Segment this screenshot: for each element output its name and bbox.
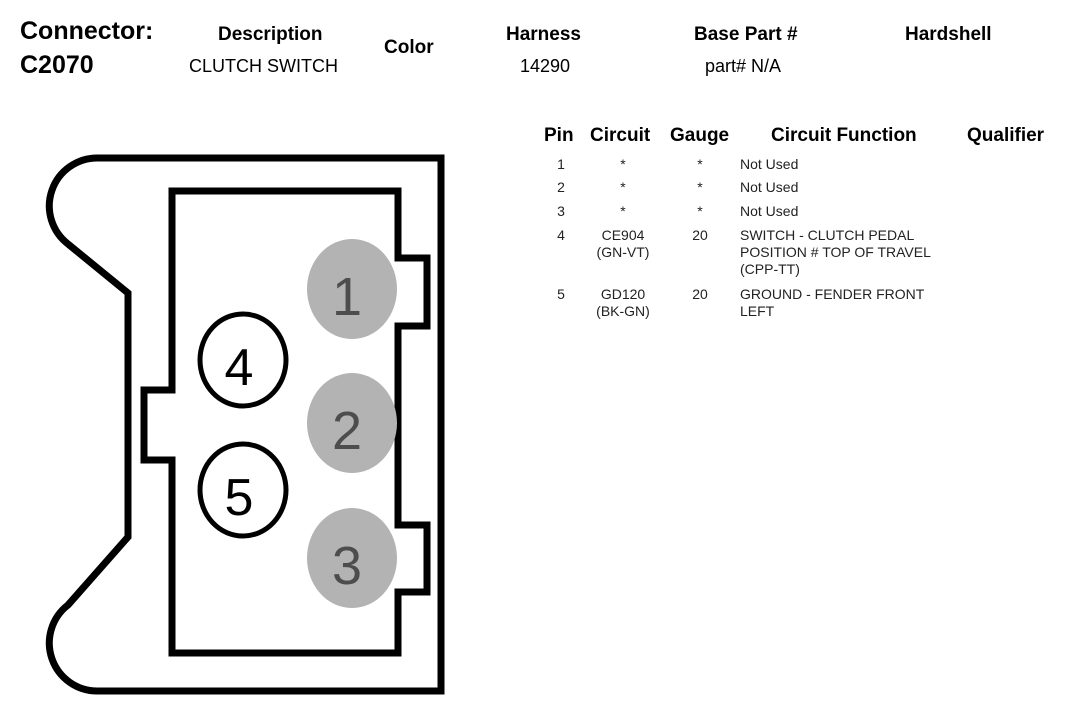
gauge-cell: * bbox=[697, 203, 703, 219]
function-cell: SWITCH - CLUTCH PEDAL POSITION # TOP OF … bbox=[740, 227, 931, 277]
gauge-column-header: Gauge bbox=[670, 125, 730, 146]
circuit-column-header: Circuit bbox=[590, 125, 651, 146]
description-value: CLUTCH SWITCH bbox=[189, 56, 338, 76]
pin-cell: 2 bbox=[557, 179, 565, 195]
gauge-cell: * bbox=[697, 156, 703, 172]
gauge-cell: 20 bbox=[692, 227, 708, 243]
pin-1: 1 bbox=[307, 239, 397, 339]
pin-cell: 5 bbox=[557, 286, 565, 302]
pin-4: 4 bbox=[197, 311, 289, 409]
hardshell-header: Hardshell bbox=[905, 24, 992, 45]
color-header: Color bbox=[384, 37, 434, 58]
connector-face-diagram: 1 2 3 4 5 bbox=[45, 154, 445, 695]
pin-3: 3 bbox=[307, 508, 397, 608]
description-header: Description bbox=[218, 24, 323, 45]
harness-value: 14290 bbox=[520, 56, 571, 76]
circuit-cell: * bbox=[620, 179, 626, 195]
qualifier-column-header: Qualifier bbox=[967, 125, 1045, 146]
harness-header: Harness bbox=[506, 24, 581, 45]
gauge-cell: 20 bbox=[692, 286, 708, 302]
circuit-function-column-header: Circuit Function bbox=[771, 125, 917, 146]
circuit-cell: GD120 (BK-GN) bbox=[596, 286, 650, 319]
function-cell: Not Used bbox=[740, 203, 799, 219]
pin-3-label: 3 bbox=[332, 536, 362, 596]
connector-id: C2070 bbox=[20, 51, 94, 79]
function-cell: Not Used bbox=[740, 156, 799, 172]
pin-4-label: 4 bbox=[225, 339, 254, 397]
pin-2-label: 2 bbox=[332, 401, 362, 461]
circuit-cell: * bbox=[620, 203, 626, 219]
pin-cell: 1 bbox=[557, 156, 565, 172]
gauge-cell: * bbox=[697, 179, 703, 195]
pin-cell: 3 bbox=[557, 203, 565, 219]
base-part-header: Base Part # bbox=[694, 24, 798, 45]
circuit-cell: * bbox=[620, 156, 626, 172]
circuit-cell: CE904 (GN-VT) bbox=[596, 227, 650, 260]
function-cell: Not Used bbox=[740, 179, 799, 195]
pin-5: 5 bbox=[197, 441, 289, 539]
function-cell: GROUND - FENDER FRONT LEFT bbox=[740, 286, 925, 319]
connector-cavity-outline bbox=[140, 187, 431, 657]
base-part-value: part# N/A bbox=[705, 56, 782, 76]
pin-2: 2 bbox=[307, 373, 397, 473]
pin-5-label: 5 bbox=[225, 469, 254, 527]
pin-column-header: Pin bbox=[544, 125, 574, 146]
pin-1-label: 1 bbox=[332, 267, 362, 327]
connector-label: Connector: bbox=[20, 17, 154, 45]
connector-housing-outline bbox=[45, 154, 445, 695]
pin-cell: 4 bbox=[557, 227, 565, 243]
